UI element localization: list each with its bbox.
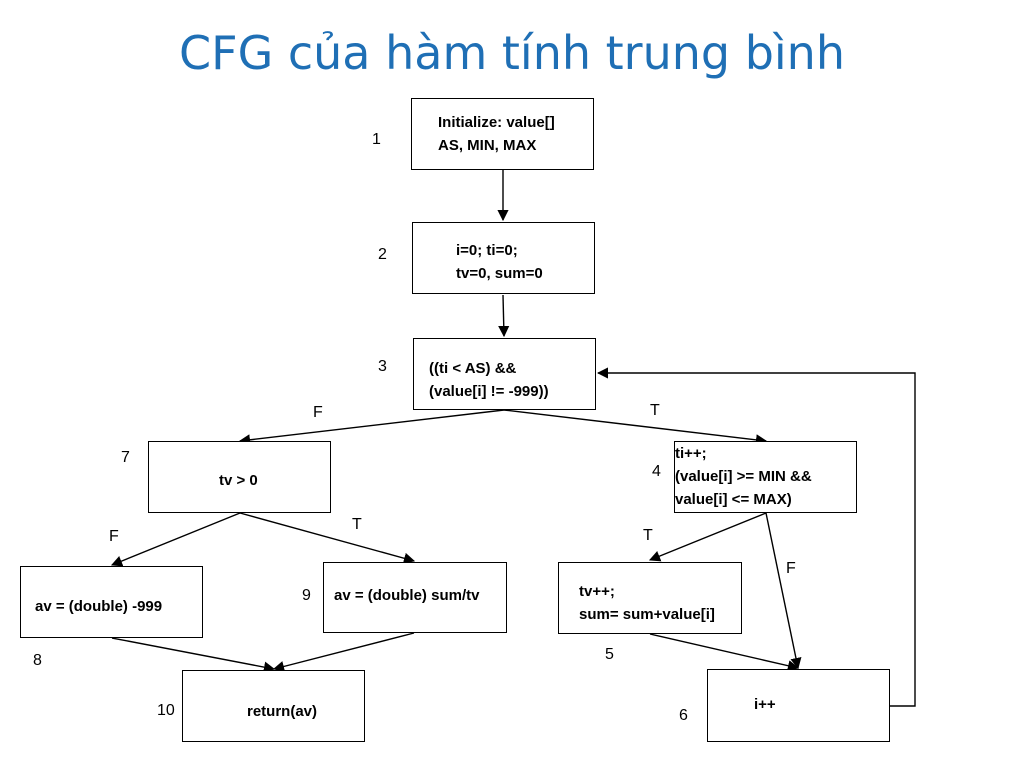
- edge-2-3: [498, 294, 510, 338]
- node-8-number: 8: [33, 652, 42, 669]
- edge-8-10: [111, 637, 276, 673]
- node-4-number: 4: [652, 463, 661, 480]
- node-9-box: av = (double) sum/tv: [323, 562, 507, 633]
- node-10-number: 10: [157, 702, 175, 719]
- node-7-box: tv > 0: [148, 441, 331, 513]
- node-9-number: 9: [302, 587, 311, 604]
- node-4-line-3: value[i] <= MAX): [675, 491, 792, 508]
- node-2-line-1: i=0; ti=0;: [456, 242, 518, 259]
- edge-7-8-label: F: [109, 528, 119, 545]
- edge-3-4-label: T: [650, 402, 660, 419]
- node-5-box: tv++; sum= sum+value[i]: [558, 562, 742, 634]
- node-7-number: 7: [121, 449, 130, 466]
- edge-5-6: [649, 633, 800, 672]
- node-4-box: ti++; (value[i] >= MIN && value[i] <= MA…: [674, 441, 857, 513]
- node-10-line-1: return(av): [247, 703, 318, 720]
- page-title: CFG của hàm tính trung bình: [179, 26, 845, 80]
- node-8-line-1: av = (double) -999: [35, 598, 163, 615]
- node-7-line-1: tv > 0: [219, 472, 258, 489]
- node-4-line-1: ti++;: [675, 445, 707, 462]
- node-6-line-1: i++: [754, 696, 776, 713]
- node-9-line-1: av = (double) sum/tv: [334, 587, 480, 604]
- node-6-box: i++: [707, 669, 890, 742]
- edge-7-9-label: T: [352, 516, 362, 533]
- edge-4-5: [648, 512, 767, 562]
- node-3-line-2: (value[i] != -999)): [429, 383, 549, 400]
- node-8-box: av = (double) -999: [20, 566, 203, 638]
- edge-7-8: [110, 512, 241, 567]
- node-3-number: 3: [378, 358, 387, 375]
- node-2-line-2: tv=0, sum=0: [456, 265, 543, 282]
- edge-4-5-label: T: [643, 527, 653, 544]
- edge-4-6-label: F: [786, 560, 796, 577]
- node-2-box: i=0; ti=0; tv=0, sum=0: [412, 222, 595, 294]
- node-10-box: return(av): [182, 670, 365, 742]
- node-5-number: 5: [605, 646, 614, 663]
- edge-3-7: [238, 409, 505, 446]
- edge-9-10: [272, 632, 415, 672]
- edge-7-9: [239, 512, 416, 564]
- node-2-number: 2: [378, 246, 387, 263]
- node-1-line-1: Initialize: value[]: [438, 114, 555, 131]
- node-6-number: 6: [679, 707, 688, 724]
- edge-6-3: [596, 367, 916, 707]
- node-3-box: ((ti < AS) && (value[i] != -999)): [413, 338, 596, 410]
- node-4-line-2: (value[i] >= MIN &&: [675, 468, 812, 485]
- edge-4-6: [765, 512, 802, 670]
- edge-3-7-label: F: [313, 404, 323, 421]
- node-1-line-2: AS, MIN, MAX: [438, 137, 537, 154]
- node-5-line-2: sum= sum+value[i]: [579, 606, 715, 623]
- node-3-line-1: ((ti < AS) &&: [429, 360, 517, 377]
- node-5-line-1: tv++;: [579, 583, 615, 600]
- node-1-number: 1: [372, 131, 381, 148]
- edge-3-4: [503, 409, 768, 446]
- node-1-box: Initialize: value[] AS, MIN, MAX: [411, 98, 594, 170]
